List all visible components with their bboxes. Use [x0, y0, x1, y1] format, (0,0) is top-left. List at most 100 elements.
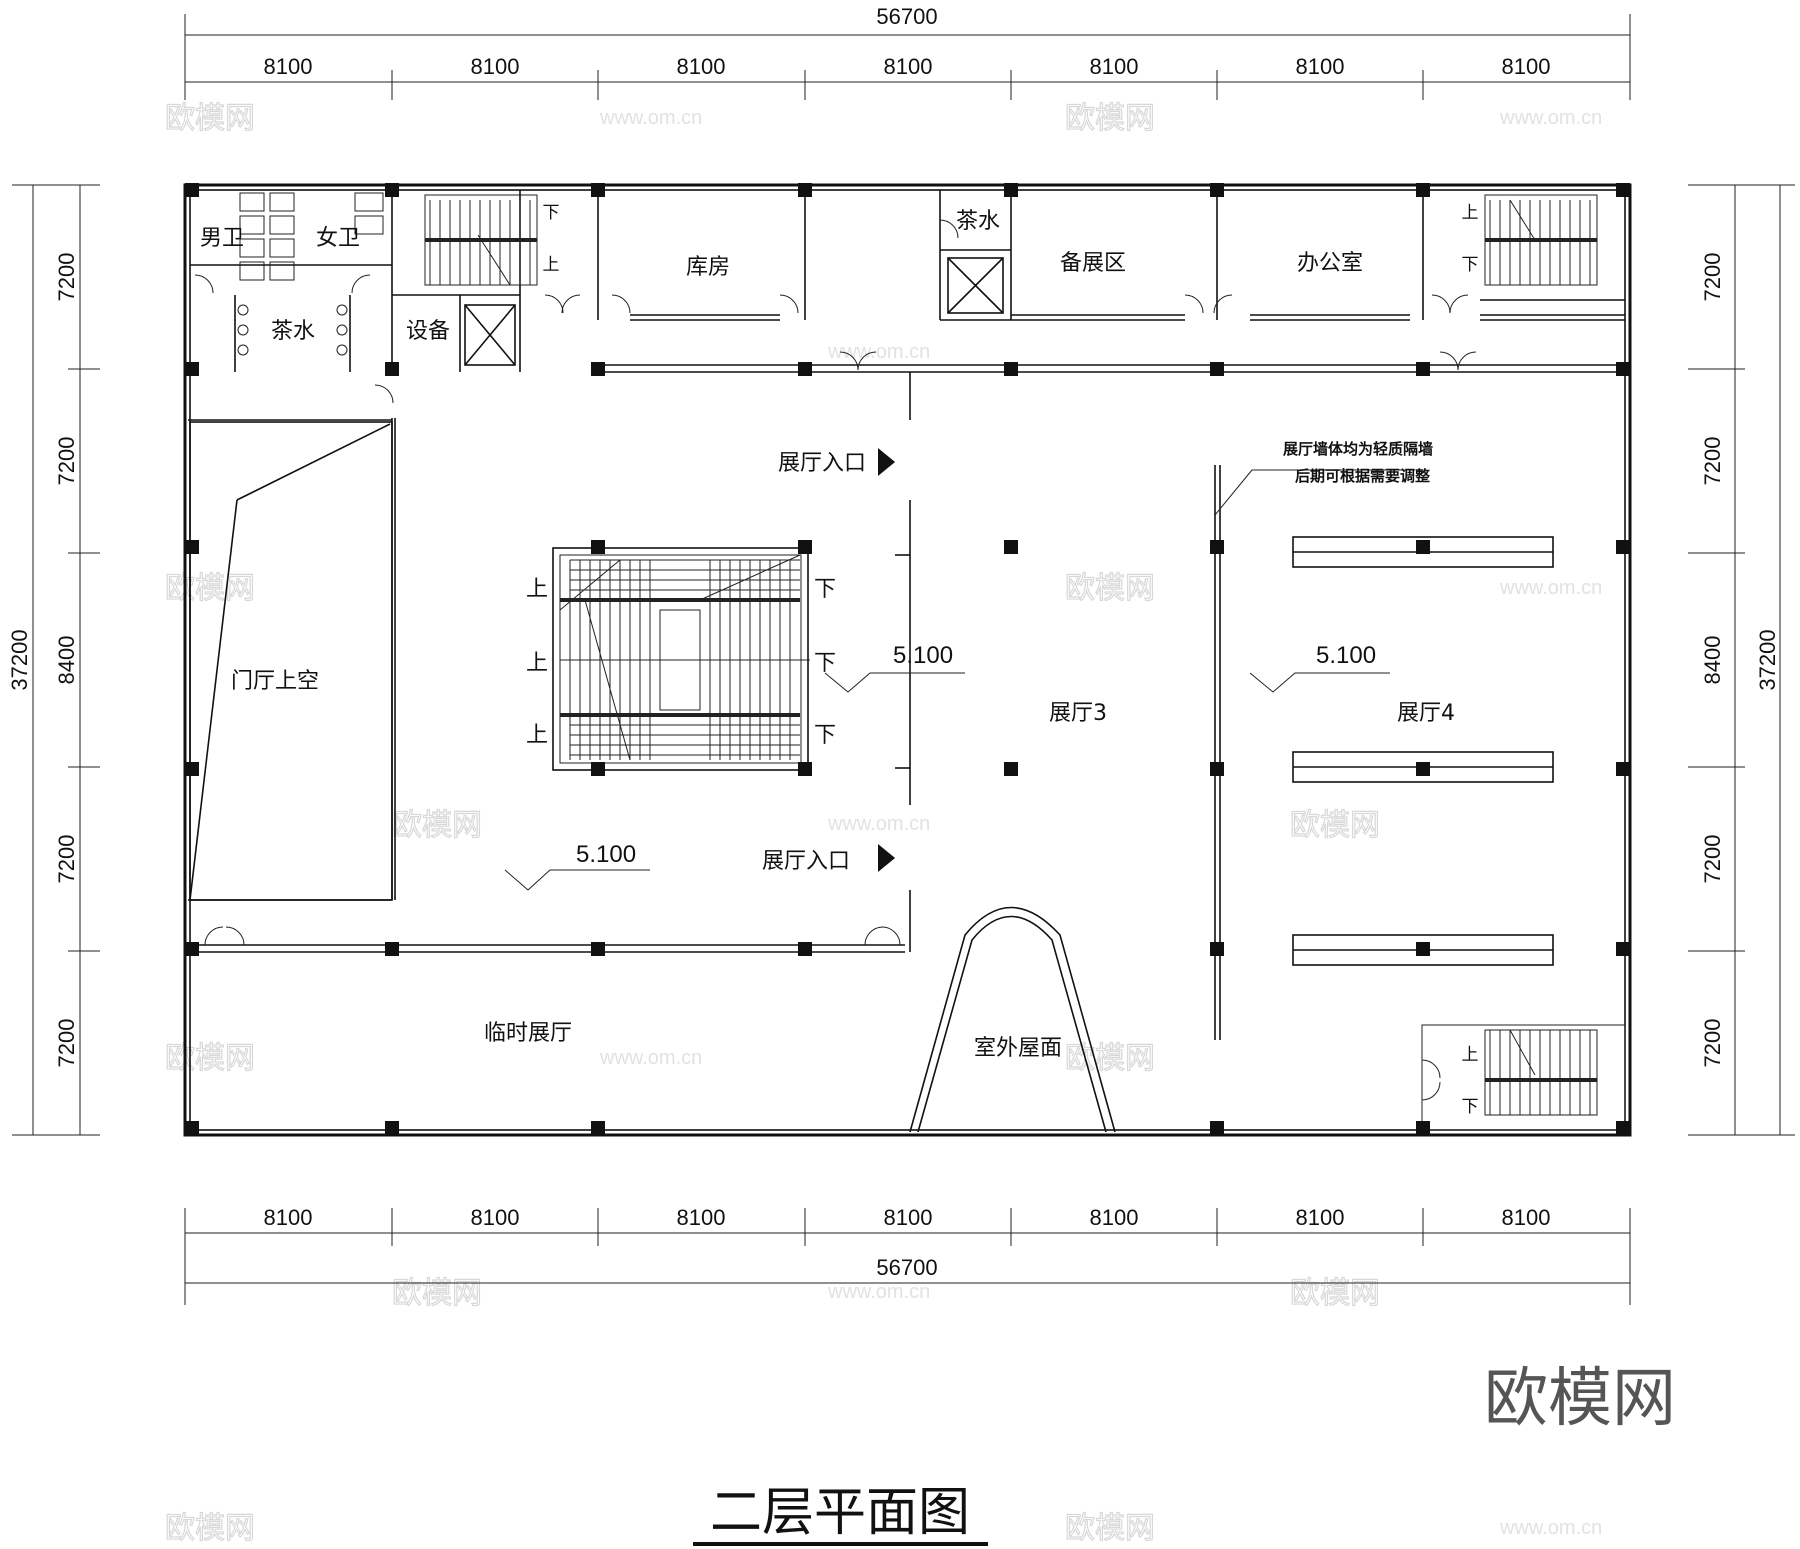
watermark: 欧模网 — [1065, 1041, 1155, 1076]
watermark: 欧模网 — [1290, 1276, 1380, 1311]
elevation-marker: 5.100 — [824, 642, 965, 693]
elevation-value: 5.100 — [893, 642, 953, 669]
dim-bay: 8100 — [1090, 54, 1139, 79]
elevator-left — [464, 304, 516, 366]
corridor-walls — [188, 190, 1625, 1040]
watermark: 欧模网 — [165, 101, 255, 136]
watermark: 欧模网 — [1065, 101, 1155, 136]
dim-bay: 7200 — [54, 835, 79, 884]
stair-down-label: 下 — [814, 651, 836, 676]
room-label-outdoor-roof: 室外屋面 — [974, 1036, 1062, 1061]
doors — [194, 219, 1477, 1101]
watermark-url: www.om.cn — [827, 1281, 930, 1303]
central-stair — [552, 547, 810, 771]
elevation-value: 5.100 — [576, 841, 636, 868]
dim-total-left: 37200 — [7, 629, 32, 690]
dim-bay: 8100 — [264, 1205, 313, 1230]
partition-note-line1: 展厅墙体均为轻质隔墙 — [1283, 440, 1433, 458]
dim-bay: 8100 — [1502, 1205, 1551, 1230]
room-label-lobby-void: 门厅上空 — [231, 669, 319, 694]
room-label-storage: 库房 — [686, 255, 730, 280]
dim-bay: 8100 — [471, 54, 520, 79]
stair-up-label: 上 — [526, 651, 548, 676]
stair-up-label: 上 — [543, 255, 560, 275]
stair-down-label: 下 — [1462, 1097, 1479, 1117]
dim-bay: 7200 — [1700, 437, 1725, 486]
watermark-url: www.om.cn — [599, 107, 702, 129]
dim-bay: 7200 — [54, 437, 79, 486]
room-label-tea-left: 茶水 — [271, 319, 315, 344]
dimension-right — [1688, 184, 1795, 1136]
dim-bay: 7200 — [54, 253, 79, 302]
watermark: 欧模网 — [1065, 1511, 1155, 1546]
watermark: 欧模网 — [392, 1276, 482, 1311]
room-label-office: 办公室 — [1297, 251, 1363, 276]
stair-down-label: 下 — [1462, 255, 1479, 275]
drawing-title: 二层平面图 — [710, 1483, 970, 1543]
dim-bay: 7200 — [1700, 253, 1725, 302]
dim-bay: 8100 — [677, 54, 726, 79]
stair-up-label: 上 — [1462, 1045, 1479, 1065]
dim-bay: 7200 — [1700, 1019, 1725, 1068]
display-walls — [1292, 536, 1554, 966]
room-label-tea-right: 茶水 — [956, 209, 1000, 234]
watermark: 欧模网 — [165, 1511, 255, 1546]
dim-total-right: 37200 — [1755, 629, 1780, 690]
watermark-url: www.om.cn — [827, 813, 930, 835]
elevator-right — [947, 257, 1004, 314]
watermark-url: www.om.cn — [1499, 107, 1602, 129]
watermark: 欧模网 — [392, 808, 482, 843]
room-label-female-wc: 女卫 — [316, 226, 360, 251]
room-label-hall4: 展厅4 — [1397, 701, 1455, 726]
watermark: 欧模网 — [165, 1041, 255, 1076]
stair-down-label: 下 — [543, 203, 560, 223]
dim-bay: 8100 — [1090, 1205, 1139, 1230]
dim-bay: 8100 — [471, 1205, 520, 1230]
partition-note: 展厅墙体均为轻质隔墙 后期可根据需要调整 — [1214, 440, 1433, 516]
dim-bay: 7200 — [1700, 835, 1725, 884]
dim-total-bottom: 56700 — [876, 1255, 937, 1280]
watermark: 欧模网 — [1065, 571, 1155, 606]
outdoor-roof — [909, 906, 1116, 1133]
dim-bay: 8100 — [1296, 54, 1345, 79]
columns — [185, 183, 1630, 1135]
dim-total-top: 56700 — [876, 4, 937, 29]
watermark-url: www.om.cn — [1499, 1517, 1602, 1539]
watermark-layer: 欧模网 欧模网 欧模网 欧模网 欧模网 欧模网 欧模网 欧模网 欧模网 欧模网 … — [164, 100, 1602, 1546]
dim-bay: 8100 — [884, 54, 933, 79]
dim-bay: 8100 — [1296, 1205, 1345, 1230]
watermark: 欧模网 — [1290, 808, 1380, 843]
dim-bay: 8100 — [1502, 54, 1551, 79]
dim-bay: 8400 — [54, 636, 79, 685]
dimension-top — [184, 14, 1631, 100]
watermark-url: www.om.cn — [1499, 577, 1602, 599]
hall-entrance-label: 展厅入口 — [778, 451, 866, 476]
watermark: 欧模网 — [165, 571, 255, 606]
room-label-prep-area: 备展区 — [1060, 251, 1126, 276]
room-label-male-wc: 男卫 — [200, 226, 244, 251]
stair-up-label: 上 — [526, 723, 548, 748]
dim-bay: 7200 — [54, 1019, 79, 1068]
entrance-arrow-icon — [878, 448, 895, 476]
entrance-arrow-icon — [878, 844, 895, 872]
room-label-equipment: 设备 — [406, 319, 450, 344]
elevation-marker: 5.100 — [1249, 642, 1390, 693]
toilet-fixtures — [237, 192, 384, 356]
watermark-url: www.om.cn — [599, 1047, 702, 1069]
stair-up-label: 上 — [1462, 203, 1479, 223]
brand-logo: 欧模网 — [1484, 1362, 1676, 1436]
room-label-hall3: 展厅3 — [1049, 701, 1107, 726]
stair-down-label: 下 — [814, 577, 836, 602]
stair-down-label: 下 — [814, 723, 836, 748]
dim-bay: 8100 — [264, 54, 313, 79]
hall-entrance-label: 展厅入口 — [762, 849, 850, 874]
elevation-value: 5.100 — [1316, 642, 1376, 669]
dim-bay: 8100 — [677, 1205, 726, 1230]
stair-bottom-right — [1421, 1024, 1626, 1131]
stair-up-label: 上 — [526, 577, 548, 602]
dimension-left — [12, 184, 100, 1136]
dim-bay: 8400 — [1700, 636, 1725, 685]
elevation-marker: 5.100 — [504, 841, 650, 891]
dimension-bottom — [184, 1208, 1631, 1305]
